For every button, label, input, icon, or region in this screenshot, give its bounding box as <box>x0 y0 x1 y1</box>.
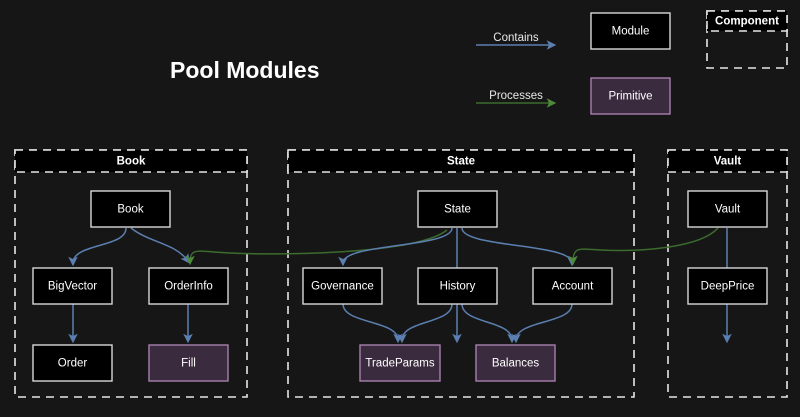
node-deepprice[interactable]: DeepPrice <box>687 267 768 305</box>
node-order[interactable]: Order <box>32 344 113 382</box>
node-box-state[interactable] <box>417 190 498 228</box>
group-header-vault <box>667 149 788 173</box>
node-label-vault: Vault <box>715 204 741 216</box>
group-header-book <box>14 149 248 173</box>
node-label-fill: Fill <box>181 358 196 370</box>
node-governance[interactable]: Governance <box>302 267 383 305</box>
node-box-tradeparams[interactable] <box>359 344 441 382</box>
group-book: Book <box>14 149 248 398</box>
node-box-order[interactable] <box>32 344 113 382</box>
node-label-deepprice: DeepPrice <box>701 281 755 293</box>
node-box-balances[interactable] <box>475 344 556 382</box>
legend-edge-label-contains: Contains <box>493 32 539 44</box>
legend-component-outline <box>706 10 788 69</box>
legend-component: Component <box>706 10 788 69</box>
node-history[interactable]: History <box>417 267 498 305</box>
node-label-balances: Balances <box>492 358 540 370</box>
node-box-governance[interactable] <box>302 267 383 305</box>
node-orderinfo[interactable]: OrderInfo <box>148 267 229 305</box>
group-header-state <box>287 149 635 173</box>
node-box-deepprice[interactable] <box>687 267 768 305</box>
edge-vault-to-account-processes <box>568 227 719 266</box>
edges <box>68 227 732 344</box>
node-label-book: Book <box>117 204 143 216</box>
legend-component-label: Component <box>715 16 779 28</box>
legend-shape-box-module <box>590 12 671 50</box>
node-label-tradeparams: TradeParams <box>365 358 434 370</box>
edge-book-to-orderinfo-contains <box>130 227 190 264</box>
node-fill[interactable]: Fill <box>148 344 229 382</box>
node-vault[interactable]: Vault <box>687 190 768 228</box>
node-label-state: State <box>444 204 471 216</box>
node-bigvector[interactable]: BigVector <box>32 267 113 305</box>
group-state: State <box>287 149 635 398</box>
node-box-account[interactable] <box>532 267 613 305</box>
node-label-bigvector: BigVector <box>48 281 97 293</box>
edge-account-to-balances <box>511 303 573 344</box>
legend-component-header <box>706 10 788 32</box>
node-box-orderinfo[interactable] <box>148 267 229 305</box>
node-box-vault[interactable] <box>687 190 768 228</box>
node-account[interactable]: Account <box>532 267 613 305</box>
group-title-book: Book <box>117 156 146 168</box>
node-label-order: Order <box>58 358 88 370</box>
legend-shape-box-primitive <box>590 77 671 115</box>
node-label-history: History <box>440 281 476 293</box>
group-title-vault: Vault <box>714 156 742 168</box>
node-label-orderinfo: OrderInfo <box>164 281 213 293</box>
legend-shape-module: Module <box>590 12 671 50</box>
edge-governance-to-tradeparams <box>342 303 403 344</box>
legend-shape-label-primitive: Primitive <box>608 91 652 103</box>
node-label-governance: Governance <box>311 281 374 293</box>
node-state[interactable]: State <box>417 190 498 228</box>
group-vault: Vault <box>667 149 788 398</box>
node-book[interactable]: Book <box>90 190 171 228</box>
node-label-account: Account <box>552 281 594 293</box>
edge-state-to-governance <box>338 227 453 267</box>
node-tradeparams[interactable]: TradeParams <box>359 344 441 382</box>
edge-history-to-balances <box>461 303 517 344</box>
group-title-state: State <box>447 156 475 168</box>
node-box-fill[interactable] <box>148 344 229 382</box>
edge-book-to-bigvector <box>68 227 127 267</box>
edge-history-to-tradeparams <box>397 303 453 344</box>
edge-state-to-account <box>461 227 577 267</box>
page-title: Pool Modules <box>170 57 320 83</box>
legend-edge-label-processes: Processes <box>489 90 543 102</box>
legend-shape-primitive: Primitive <box>590 77 671 115</box>
node-balances[interactable]: Balances <box>475 344 556 382</box>
node-box-history[interactable] <box>417 267 498 305</box>
node-box-book[interactable] <box>90 190 171 228</box>
legend-shape-label-module: Module <box>612 26 650 38</box>
node-box-bigvector[interactable] <box>32 267 113 305</box>
